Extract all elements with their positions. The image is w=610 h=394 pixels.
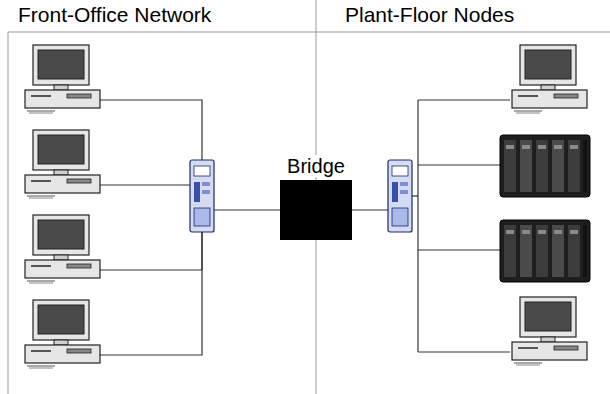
bridge-node: Bridge xyxy=(280,155,352,240)
region-heading: Front-Office Network xyxy=(18,3,211,27)
bridge-box xyxy=(280,180,352,240)
node-label: Bridge xyxy=(284,155,348,177)
region-heading: Plant-Floor Nodes xyxy=(345,3,514,27)
